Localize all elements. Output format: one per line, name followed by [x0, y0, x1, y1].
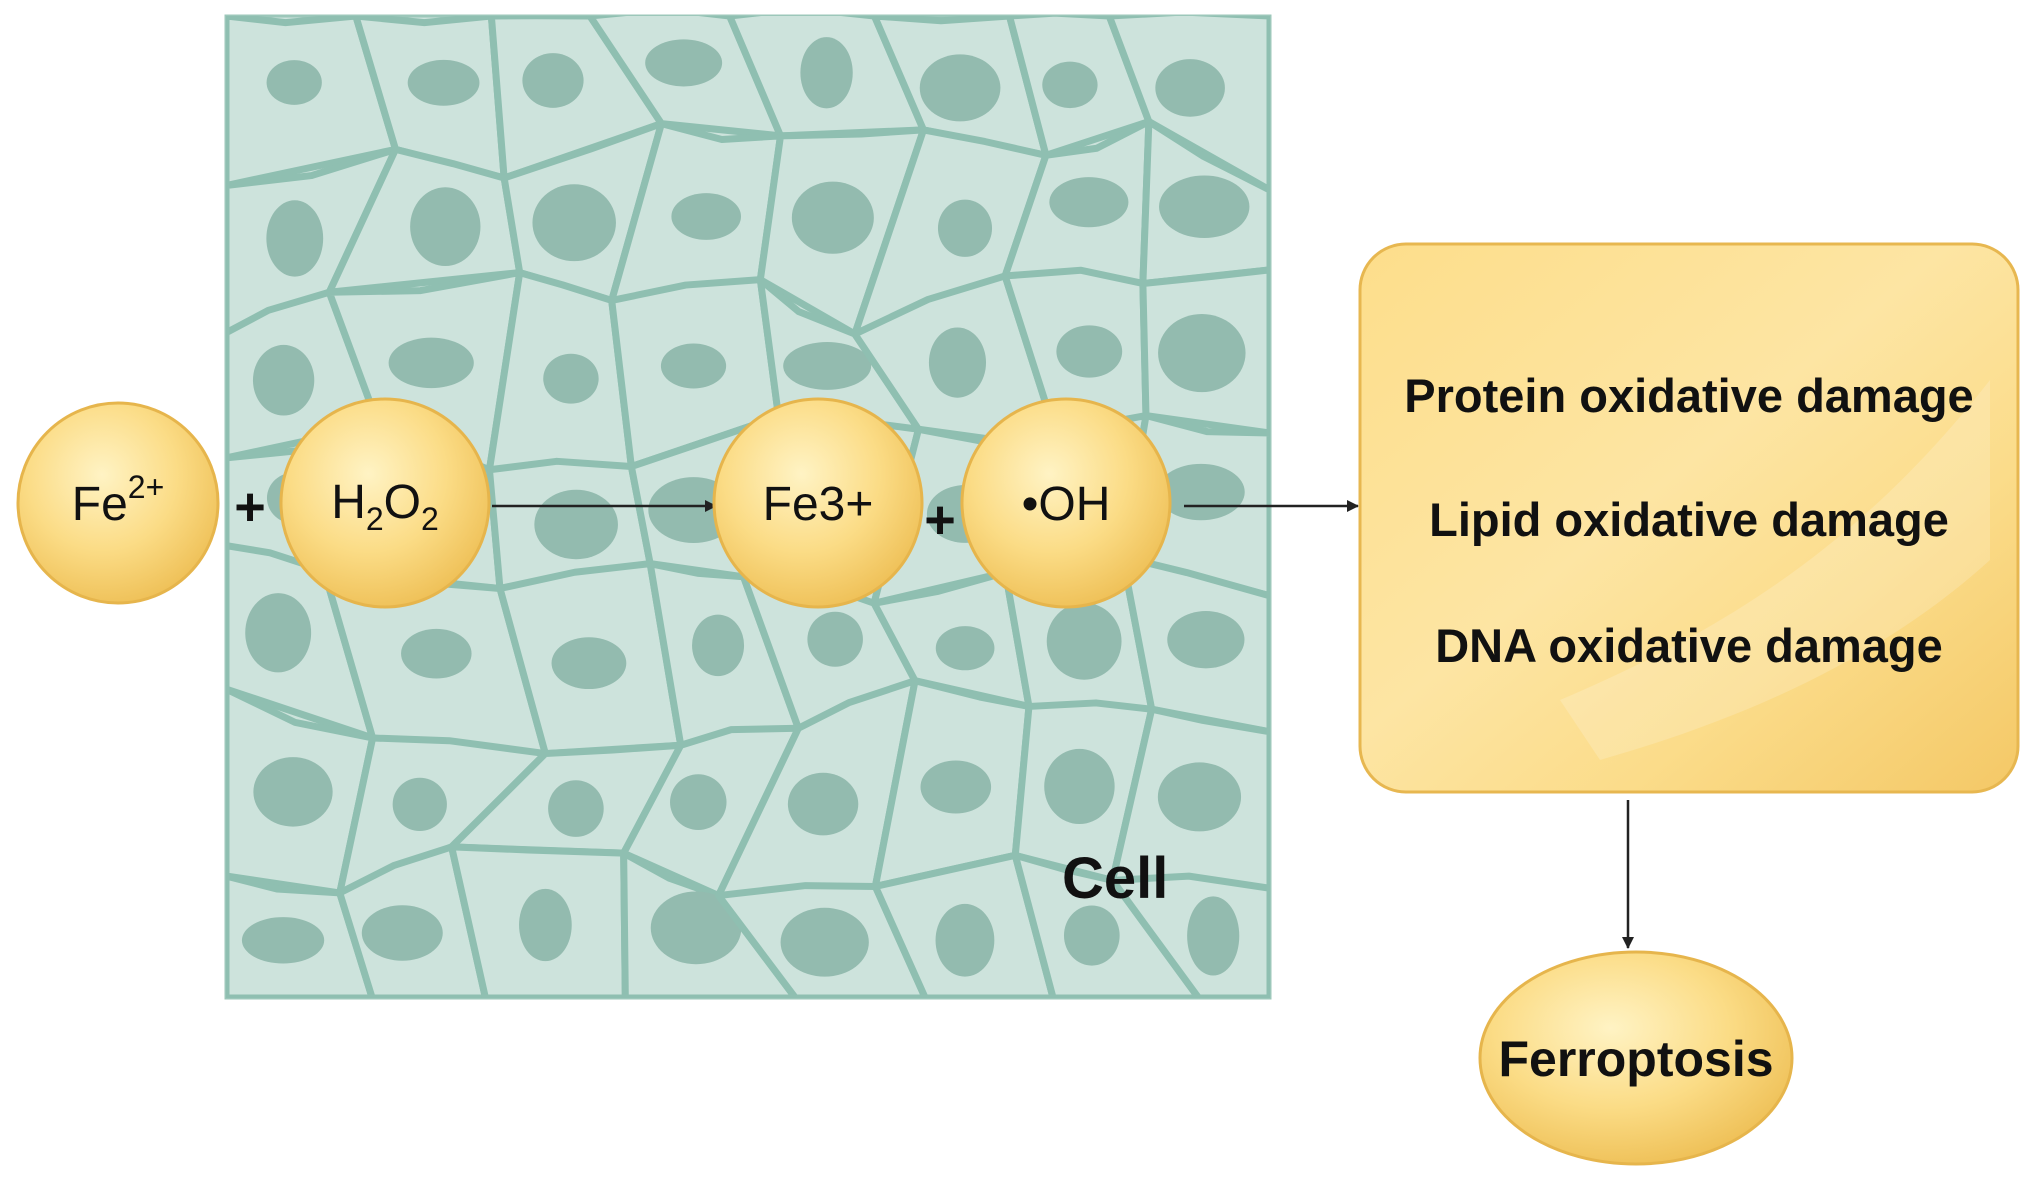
damage-item-lipid: Lipid oxidative damage	[1429, 493, 1949, 546]
ferroptosis-label: Ferroptosis	[1498, 1031, 1773, 1087]
cell-nucleus	[935, 903, 995, 977]
cell-nucleus	[551, 637, 627, 690]
cell-nucleus	[645, 39, 723, 87]
h2o2-h: H	[331, 476, 366, 529]
cell-nucleus	[1046, 602, 1122, 680]
cell-nucleus	[650, 891, 742, 965]
tissue-cells	[226, 16, 1270, 998]
damage-box-highlight	[1560, 380, 1990, 760]
cell-nucleus	[1159, 175, 1250, 238]
h2o2-circle	[279, 397, 491, 609]
cell-nucleus	[534, 489, 618, 560]
plus-sign-2: +	[924, 490, 956, 550]
cell-nucleus	[807, 611, 863, 667]
plus-sign-1: +	[234, 477, 266, 537]
cell-nucleus	[543, 353, 599, 404]
cell-nucleus	[935, 626, 995, 671]
h2o2-sub-1: 2	[366, 501, 384, 537]
cell-nucleus	[392, 777, 447, 831]
cell-nucleus	[928, 327, 987, 398]
cell-nucleus	[920, 760, 992, 814]
cell-nucleus	[919, 54, 1001, 122]
cell-nucleus	[266, 60, 322, 105]
cell-nucleus	[1042, 61, 1098, 109]
fe2-circle	[16, 401, 220, 605]
damage-item-dna: DNA oxidative damage	[1435, 619, 1943, 672]
cell-nucleus	[241, 917, 325, 964]
cell-nucleus	[532, 184, 616, 262]
cell-nucleus	[660, 343, 727, 389]
cell-nucleus	[692, 614, 745, 677]
cell-nucleus	[1044, 748, 1115, 825]
cell-nucleus	[787, 772, 859, 836]
cell-nucleus	[671, 193, 742, 240]
fe3-label: Fe3+	[763, 478, 874, 531]
cell-tissue: Cell	[224, 14, 1272, 1000]
cell-nucleus	[245, 593, 312, 673]
cell-nucleus	[1187, 896, 1240, 976]
cell-nucleus	[1049, 177, 1129, 228]
fe2-node: Fe2+	[16, 401, 220, 605]
cell-nucleus	[548, 780, 604, 837]
oxidative-damage-box: Protein oxidative damage Lipid oxidative…	[1358, 242, 2020, 794]
cell-nucleus	[1167, 611, 1245, 669]
ferroptosis-node: Ferroptosis	[1478, 950, 1794, 1166]
cell-nucleus	[388, 337, 474, 389]
cell-label: Cell	[1062, 846, 1168, 911]
cell-nucleus	[670, 774, 727, 831]
cell-nucleus	[410, 187, 481, 267]
fe2-superscript: 2+	[128, 469, 164, 505]
cell-nucleus	[253, 757, 333, 827]
fe2-label: Fe2+	[72, 469, 165, 531]
cell-nucleus	[361, 905, 443, 961]
h2o2-sub-2: 2	[421, 501, 439, 537]
cell-nucleus	[791, 181, 874, 254]
hydroxyl-radical-circle	[960, 397, 1172, 609]
fe2-base: Fe	[72, 478, 128, 531]
cell-nucleus	[1063, 905, 1120, 966]
cell-nucleus	[800, 37, 853, 109]
h2o2-label: H2O2	[331, 476, 439, 537]
cell-nucleus	[1056, 325, 1123, 378]
cell-nucleus	[937, 199, 993, 257]
h2o2-node: H2O2	[279, 397, 491, 609]
cell-nucleus	[1158, 313, 1246, 393]
fe3-circle	[712, 397, 924, 609]
cell-nucleus	[1157, 762, 1242, 832]
fe3-node: Fe3+	[712, 397, 924, 609]
cell-nucleus	[1155, 59, 1225, 117]
cell-nucleus	[519, 888, 572, 962]
hydroxyl-radical-label: •OH	[1022, 478, 1111, 531]
cell-nucleus	[780, 907, 869, 977]
damage-item-protein: Protein oxidative damage	[1404, 369, 1973, 422]
cell-nucleus	[783, 342, 872, 390]
cell-nucleus	[252, 344, 315, 416]
cell-nucleus	[522, 53, 584, 108]
hydroxyl-radical-node: •OH	[960, 397, 1172, 609]
cell-nucleus	[266, 200, 324, 277]
cell-nucleus	[401, 628, 472, 679]
damage-box-background	[1358, 242, 2020, 794]
ferroptosis-ellipse	[1478, 950, 1794, 1166]
cell-nucleus	[407, 59, 480, 106]
h2o2-o: O	[384, 476, 421, 529]
